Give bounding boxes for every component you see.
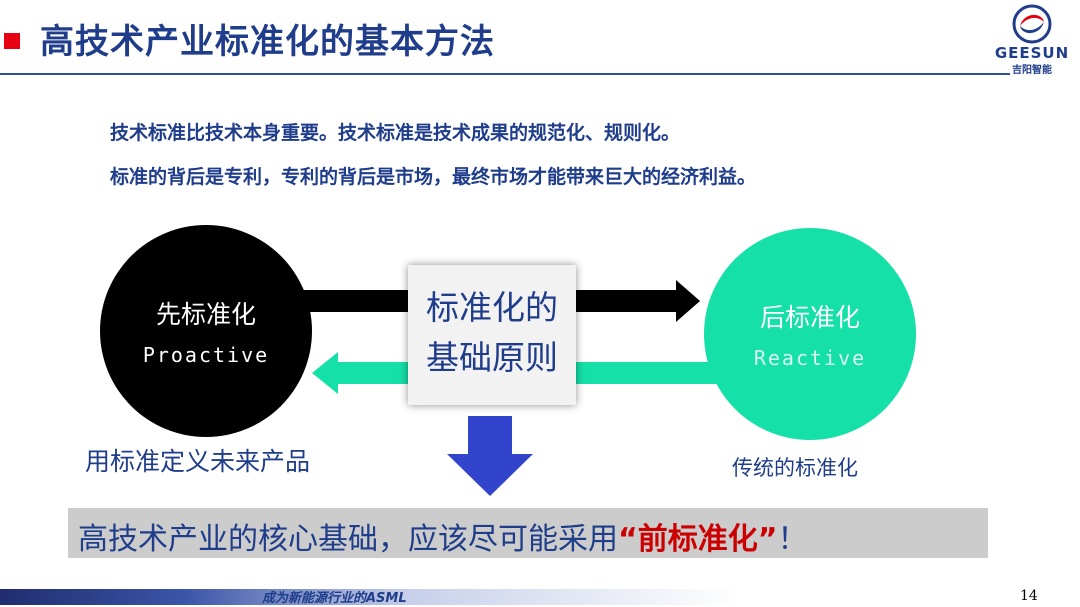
- title-bar: 高技术产业标准化的基本方法 GEESUN 吉阳智能: [0, 0, 1080, 78]
- conclusion-highlight: “前标准化”: [618, 522, 778, 557]
- footer: 成为新能源行业的ASML 14: [0, 587, 1080, 607]
- conclusion-banner: 高技术产业的核心基础，应该尽可能采用“前标准化”！: [68, 508, 988, 558]
- proactive-title: 先标准化: [155, 300, 256, 329]
- conclusion-text: 高技术产业的核心基础，应该尽可能采用“前标准化”！: [78, 514, 807, 558]
- conclusion-main: 高技术产业的核心基础，应该尽可能采用: [78, 522, 618, 557]
- basic-principle-line-1: 标准化的: [426, 288, 558, 327]
- logo-name: GEESUN: [994, 44, 1070, 62]
- page-number: 14: [1020, 588, 1038, 604]
- basic-principle-box: 标准化的 基础原则: [408, 265, 576, 405]
- footer-slogan: 成为新能源行业的ASML: [262, 591, 407, 606]
- conclusion-suffix: ！: [777, 522, 808, 557]
- arrow-down-icon: [447, 416, 533, 496]
- geesun-logo-icon: [1012, 4, 1052, 44]
- reactive-title: 后标准化: [759, 303, 860, 332]
- reactive-label: 传统的标准化: [732, 456, 858, 480]
- proactive-circle: 先标准化 Proactive: [100, 225, 312, 437]
- intro-line-1: 技术标准比技术本身重要。技术标准是技术成果的规范化、规则化。: [110, 122, 681, 144]
- reactive-circle: 后标准化 Reactive: [704, 228, 916, 440]
- standardization-diagram: 先标准化 Proactive 后标准化 Reactive 标准化的 基础原则 用…: [0, 210, 1080, 510]
- footer-gradient-bar: [0, 589, 740, 605]
- proactive-subtitle: Proactive: [142, 343, 270, 367]
- slide-title: 高技术产业标准化的基本方法: [40, 22, 495, 62]
- logo-subtitle: 吉阳智能: [1012, 65, 1052, 76]
- proactive-label: 用标准定义未来产品: [85, 447, 311, 476]
- intro-line-2: 标准的背后是专利，专利的背后是市场，最终市场才能带来巨大的经济利益。: [110, 166, 757, 188]
- basic-principle-text: 标准化的 基础原则: [408, 283, 576, 383]
- reactive-subtitle: Reactive: [753, 346, 867, 370]
- company-logo: GEESUN 吉阳智能: [988, 4, 1076, 76]
- basic-principle-line-2: 基础原则: [426, 338, 558, 377]
- red-square-bullet-icon: [4, 33, 20, 49]
- title-underline: [0, 73, 1010, 75]
